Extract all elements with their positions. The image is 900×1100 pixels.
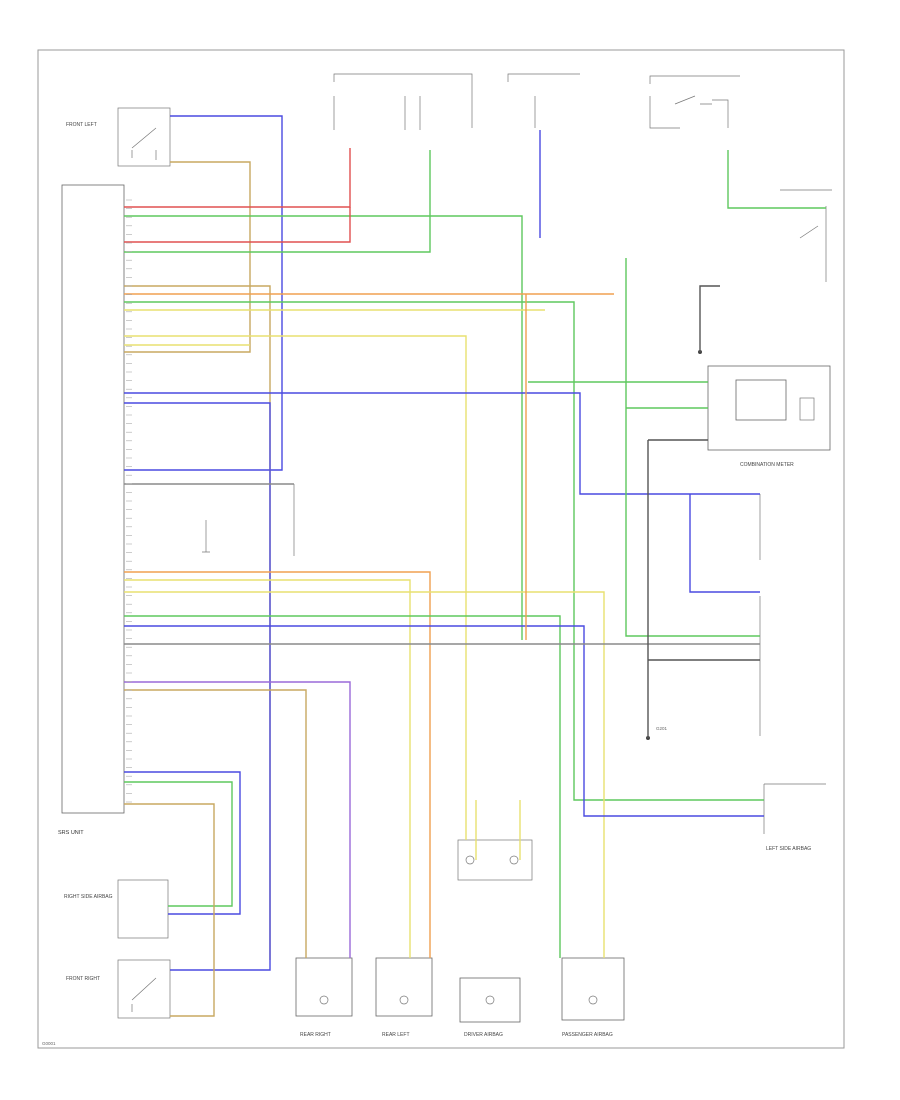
diagram-frame xyxy=(37,49,845,1049)
front-left-sensor-box xyxy=(117,107,171,167)
wire-yellow-11 xyxy=(124,335,467,840)
wire-tan-26 xyxy=(124,803,215,1017)
wire-tan-2 xyxy=(124,161,251,353)
rear-right-module-box xyxy=(295,957,353,1017)
passenger-module-box xyxy=(561,957,625,1021)
wire-blue-14 xyxy=(124,402,271,971)
driver-airbag-caption: DRIVER AIRBAG xyxy=(464,1032,503,1038)
wire-tan-7 xyxy=(124,285,271,960)
wire-red-3 xyxy=(124,148,351,208)
wire-layer xyxy=(124,115,826,1017)
control-unit-caption: SRS UNIT xyxy=(58,830,84,836)
front-right-switch-symbol xyxy=(131,977,157,1012)
wire-green-25 xyxy=(124,781,233,907)
ground-caption: G201 xyxy=(656,726,668,731)
lamp-left-symbol xyxy=(465,855,475,865)
wire-dark-33 xyxy=(647,439,708,738)
wire-green-6 xyxy=(124,150,431,253)
wire-green-9 xyxy=(124,301,764,801)
rear-right-module-symbol xyxy=(319,995,329,1005)
right-side-airbag-caption: RIGHT SIDE AIRBAG xyxy=(64,894,113,900)
wire-yellow-18 xyxy=(124,591,605,958)
left-side-airbag-caption: LEFT SIDE AIRBAG xyxy=(766,846,811,852)
passenger-module-symbol xyxy=(588,995,598,1005)
lamp-pair-box xyxy=(457,839,533,881)
wire-green-28 xyxy=(727,150,826,209)
right-switch-block xyxy=(780,189,832,282)
top-connector-b-box xyxy=(507,73,580,128)
wire-blue-34 xyxy=(689,494,760,593)
wire-blue-20 xyxy=(124,625,764,817)
rear-right-caption: REAR RIGHT xyxy=(300,1032,331,1038)
diagram-reference: G0001 xyxy=(42,1041,56,1046)
right-connector-c xyxy=(763,783,826,834)
wire-blue-13 xyxy=(124,392,760,495)
wire-green-4 xyxy=(124,215,523,640)
ground-symbol-1 xyxy=(202,520,210,553)
wire-green-29 xyxy=(625,258,760,637)
passenger-airbag-caption: PASSENGER AIRBAG xyxy=(562,1032,613,1038)
wire-violet-22 xyxy=(124,681,351,958)
rear-left-caption: REAR LEFT xyxy=(382,1032,410,1038)
top-connector-a-box xyxy=(333,73,473,128)
front-right-sensor-box xyxy=(117,959,171,1019)
top-connector-c-box xyxy=(649,75,740,129)
front-right-sensor-caption: FRONT RIGHT xyxy=(66,976,100,982)
top-right-switch-symbol xyxy=(674,95,712,105)
wire-orange-16 xyxy=(124,571,431,958)
wire-yellow-17 xyxy=(124,579,411,958)
combination-meter-box xyxy=(707,365,831,451)
right-side-airbag-box xyxy=(117,879,169,939)
wire-blue-24 xyxy=(124,771,241,915)
combination-meter-gauge xyxy=(735,379,787,421)
rear-left-module-symbol xyxy=(399,995,409,1005)
combination-meter-caption: COMBINATION METER xyxy=(740,462,794,468)
top-connector-a-inner xyxy=(333,96,421,130)
control-unit-box xyxy=(61,184,125,814)
wire-dark-32 xyxy=(699,285,720,352)
driver-module-box xyxy=(459,977,521,1023)
pin-ticks xyxy=(126,199,132,803)
wire-green-19 xyxy=(124,615,561,958)
wire-tan-23 xyxy=(124,689,307,958)
wire-blue-1 xyxy=(124,115,283,471)
driver-module-symbol xyxy=(485,995,495,1005)
lamp-right-symbol xyxy=(509,855,519,865)
front-left-switch-symbol xyxy=(131,127,157,160)
rear-left-module-box xyxy=(375,957,433,1017)
combination-meter-lamp xyxy=(799,397,815,421)
wire-red-5 xyxy=(124,207,351,243)
front-left-sensor-caption: FRONT LEFT xyxy=(66,122,97,128)
